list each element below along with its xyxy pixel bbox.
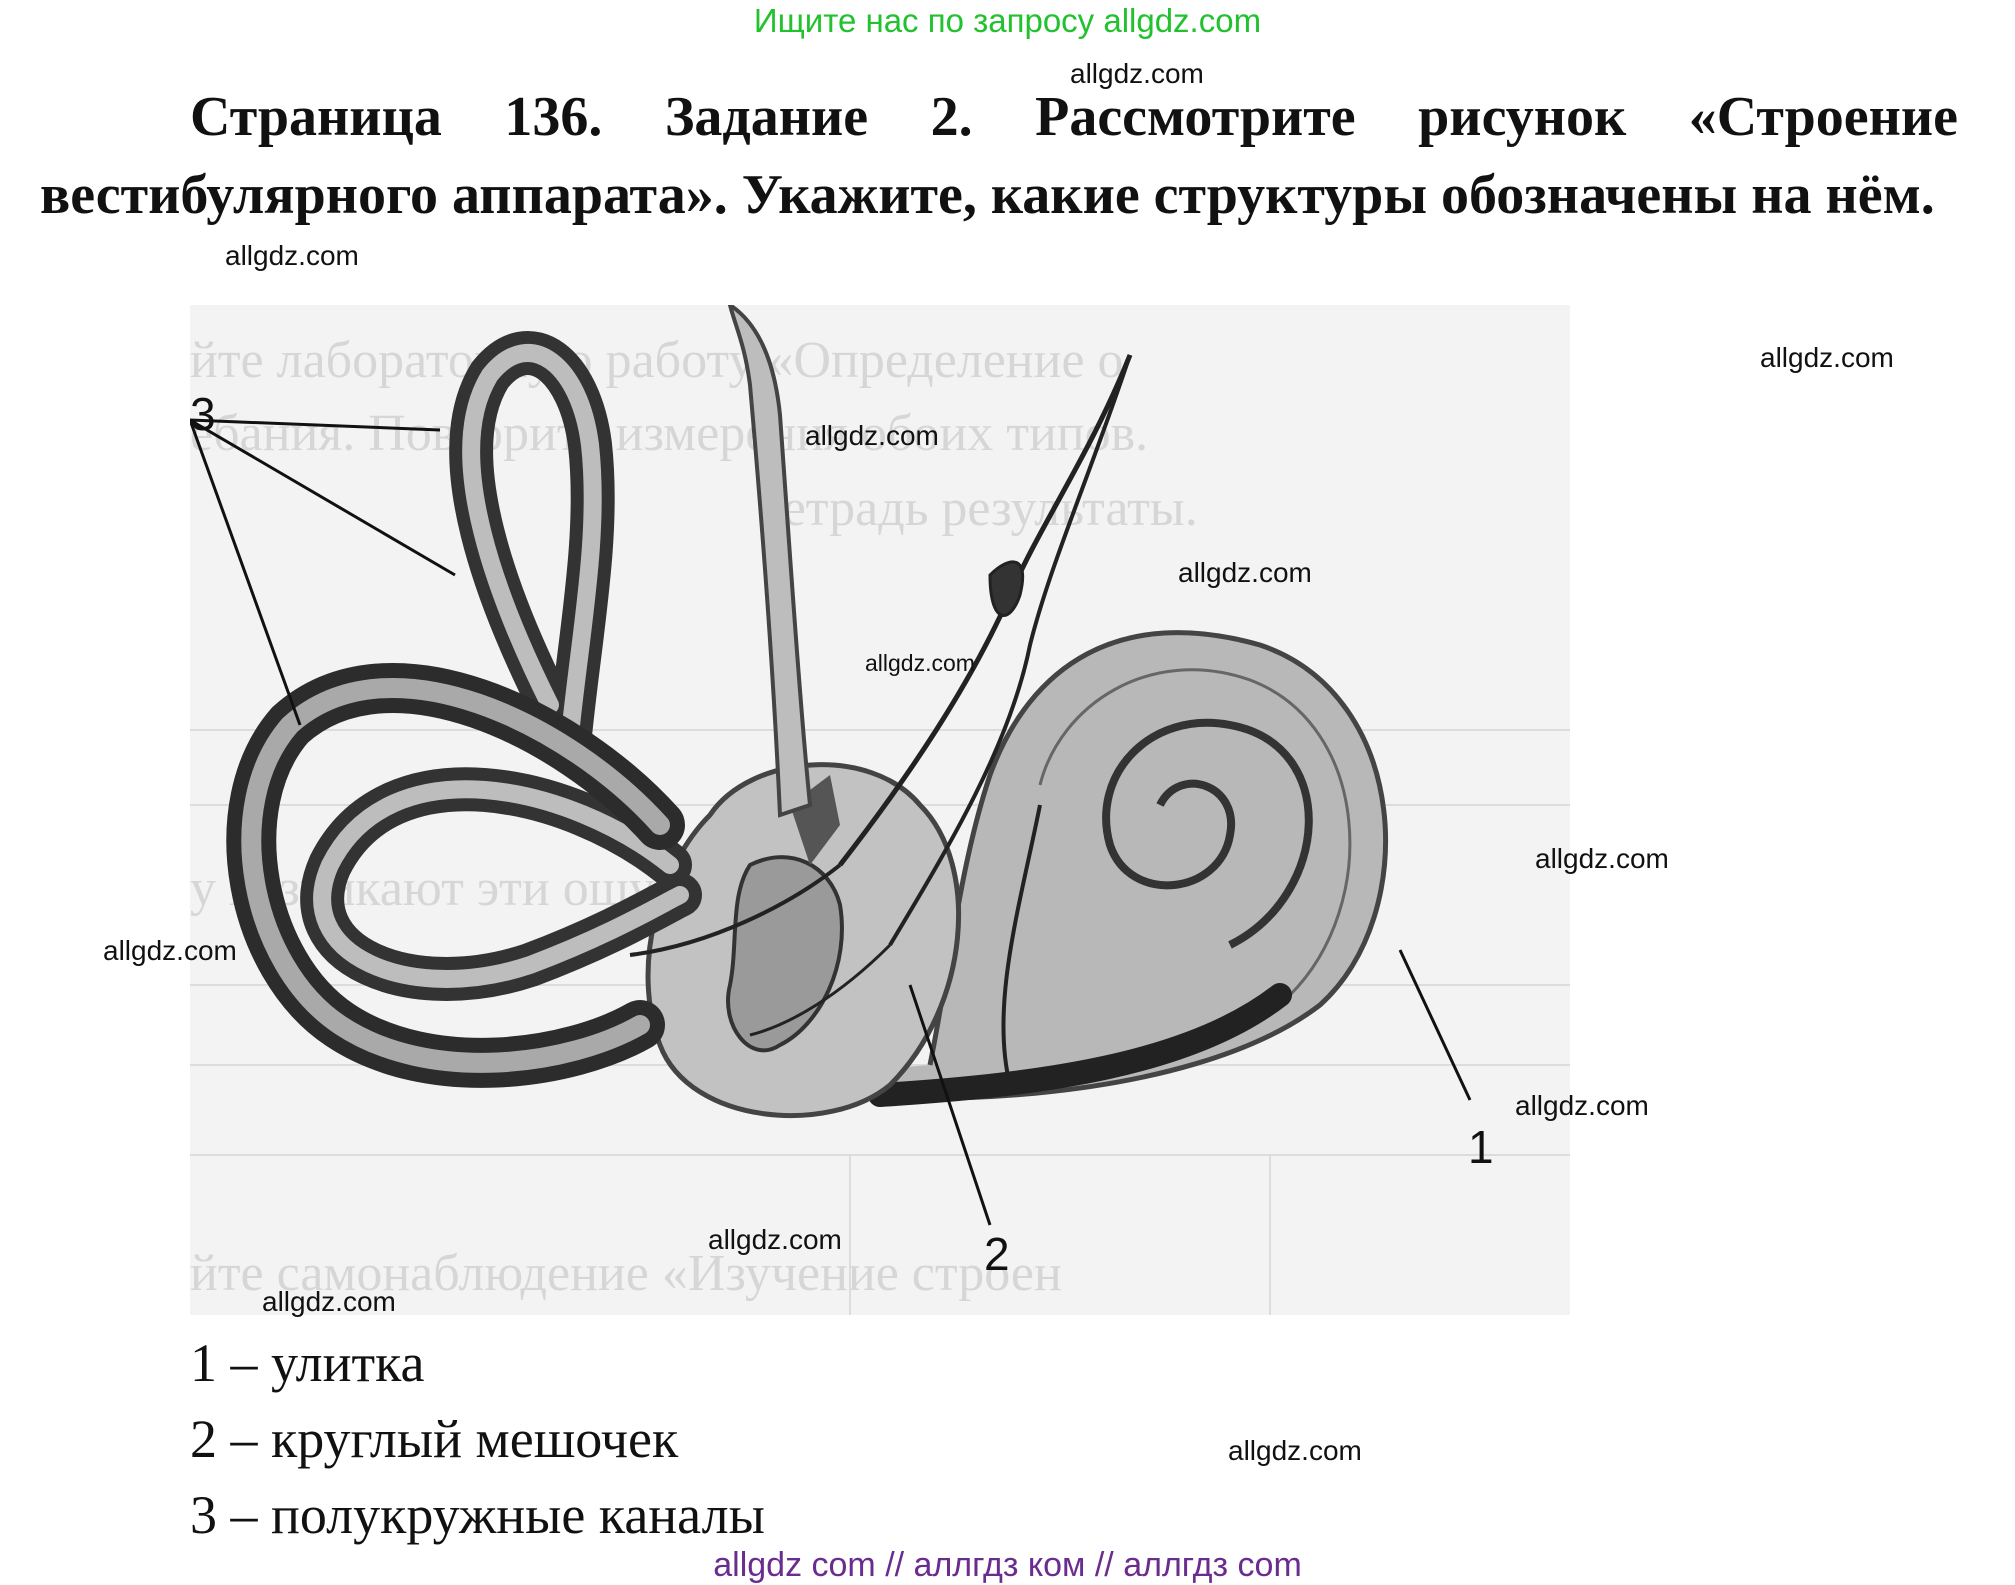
watermark: allgdz.com (225, 240, 359, 271)
vestibule (645, 762, 962, 1119)
answer-list: 1 – улитка 2 – круглый мешочек 3 – полук… (190, 1325, 765, 1553)
label-3: 3 (190, 388, 216, 440)
task-heading: Страница 136. Задание 2. Рассмотрите рис… (40, 86, 1958, 226)
ghost-text-1: йте лабораторную работу «Определение о (190, 332, 1124, 389)
watermark: allgdz.com (1515, 1090, 1649, 1121)
watermark: allgdz.com (103, 935, 237, 966)
watermark: allgdz.com (1760, 342, 1894, 373)
nerve (629, 354, 1133, 1086)
watermark: allgdz.com (1535, 843, 1669, 874)
watermark: allgdz.com (1228, 1435, 1362, 1466)
ghost-text-3: тетрадь результаты. (760, 480, 1198, 537)
leader-lines (190, 418, 1472, 1226)
answer-1: 1 – улитка (190, 1333, 425, 1393)
watermark: allgdz.com (708, 1224, 842, 1255)
watermark: allgdz.com (805, 420, 939, 451)
answer-3: 3 – полукружные каналы (190, 1485, 765, 1545)
top-banner[interactable]: Ищите нас по запросу allgdz.com (753, 2, 1262, 39)
ghost-text-2: ебания. Повторите измерения обоих типов. (190, 405, 1148, 462)
label-2: 2 (984, 1228, 1010, 1280)
answer-2: 2 – круглый мешочек (190, 1409, 679, 1469)
ghost-text-5: йте самонаблюдение «Изучение строен (190, 1245, 1062, 1302)
footer-links[interactable]: allgdz com // аллгдз ком // аллгдз com (713, 1546, 1302, 1584)
watermark: allgdz.com (262, 1286, 396, 1317)
watermark: allgdz.com (1070, 58, 1204, 89)
vestibular-apparatus-figure: йте лабораторную работу «Определение о е… (190, 305, 1570, 1315)
watermark: allgdz.com (1178, 557, 1312, 588)
watermark: allgdz.com (865, 650, 975, 676)
endolymphatic-duct (727, 305, 813, 818)
label-1: 1 (1468, 1121, 1494, 1173)
semicircular-canals (226, 331, 702, 1088)
